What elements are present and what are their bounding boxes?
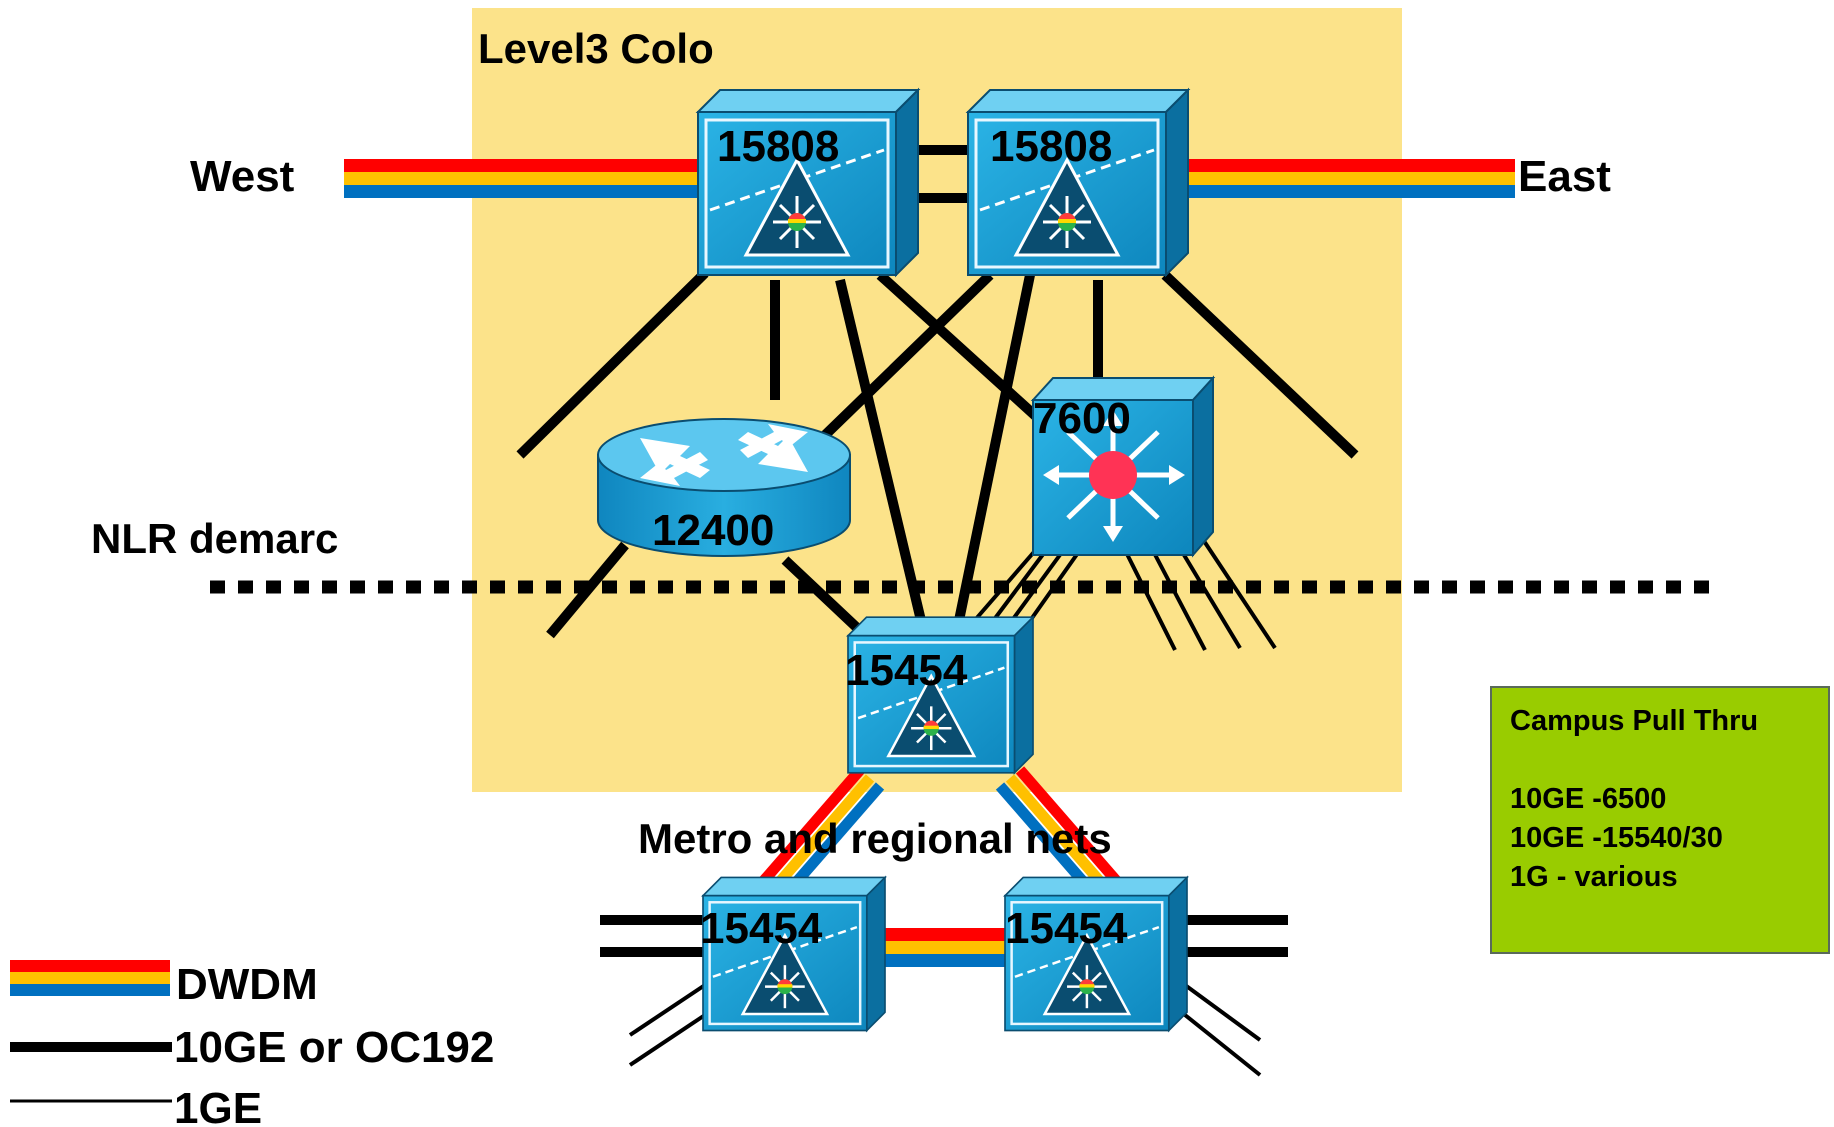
ons-metro-left-label: 15454 bbox=[700, 904, 823, 953]
dwdm-metro-link bbox=[885, 928, 1015, 967]
west-label: West bbox=[190, 152, 295, 201]
dwdm-west-trunk bbox=[344, 159, 698, 198]
legend: DWDM 10GE or OC192 1GE bbox=[10, 960, 494, 1127]
colo-title: Level3 Colo bbox=[478, 25, 714, 72]
ons-east-15808 bbox=[966, 88, 1190, 277]
campus-box-title: Campus Pull Thru bbox=[1510, 705, 1759, 737]
ons-west-label: 15808 bbox=[717, 122, 839, 171]
ons-metro-right-15454 bbox=[1003, 876, 1189, 1032]
legend-dwdm-label: DWDM bbox=[176, 960, 318, 1009]
switch-7600 bbox=[1030, 375, 1216, 558]
dwdm-east-trunk bbox=[1180, 159, 1515, 198]
campus-pull-thru-box: Campus Pull Thru 10GE -6500 10GE -15540/… bbox=[1490, 686, 1830, 954]
campus-box-line: 10GE -6500 bbox=[1510, 783, 1667, 815]
campus-box-spacer bbox=[1510, 741, 1810, 780]
ons-core-label: 15454 bbox=[845, 646, 968, 695]
campus-box-line: 1G - various bbox=[1510, 861, 1678, 893]
ons-west-15808 bbox=[696, 88, 920, 277]
switch-label: 7600 bbox=[1033, 394, 1131, 443]
nlr-demarc-label: NLR demarc bbox=[91, 515, 338, 562]
ons-core-15454 bbox=[846, 615, 1035, 775]
legend-tengig-label: 10GE or OC192 bbox=[174, 1023, 494, 1072]
tengig-links bbox=[516, 145, 1359, 957]
ons-east-label: 15808 bbox=[990, 122, 1112, 171]
switch-core-icon bbox=[1089, 451, 1137, 499]
router-label: 12400 bbox=[652, 506, 774, 555]
legend-dwdm-swatch bbox=[10, 960, 170, 996]
legend-onegig-label: 1GE bbox=[174, 1084, 262, 1127]
router-12400 bbox=[597, 418, 851, 557]
east-label: East bbox=[1518, 152, 1611, 201]
metro-label: Metro and regional nets bbox=[638, 815, 1112, 862]
ons-metro-right-label: 15454 bbox=[1005, 904, 1128, 953]
router-arrows-icon bbox=[640, 424, 808, 486]
campus-box-line: 10GE -15540/30 bbox=[1510, 822, 1723, 854]
ons-metro-left-15454 bbox=[701, 876, 887, 1032]
